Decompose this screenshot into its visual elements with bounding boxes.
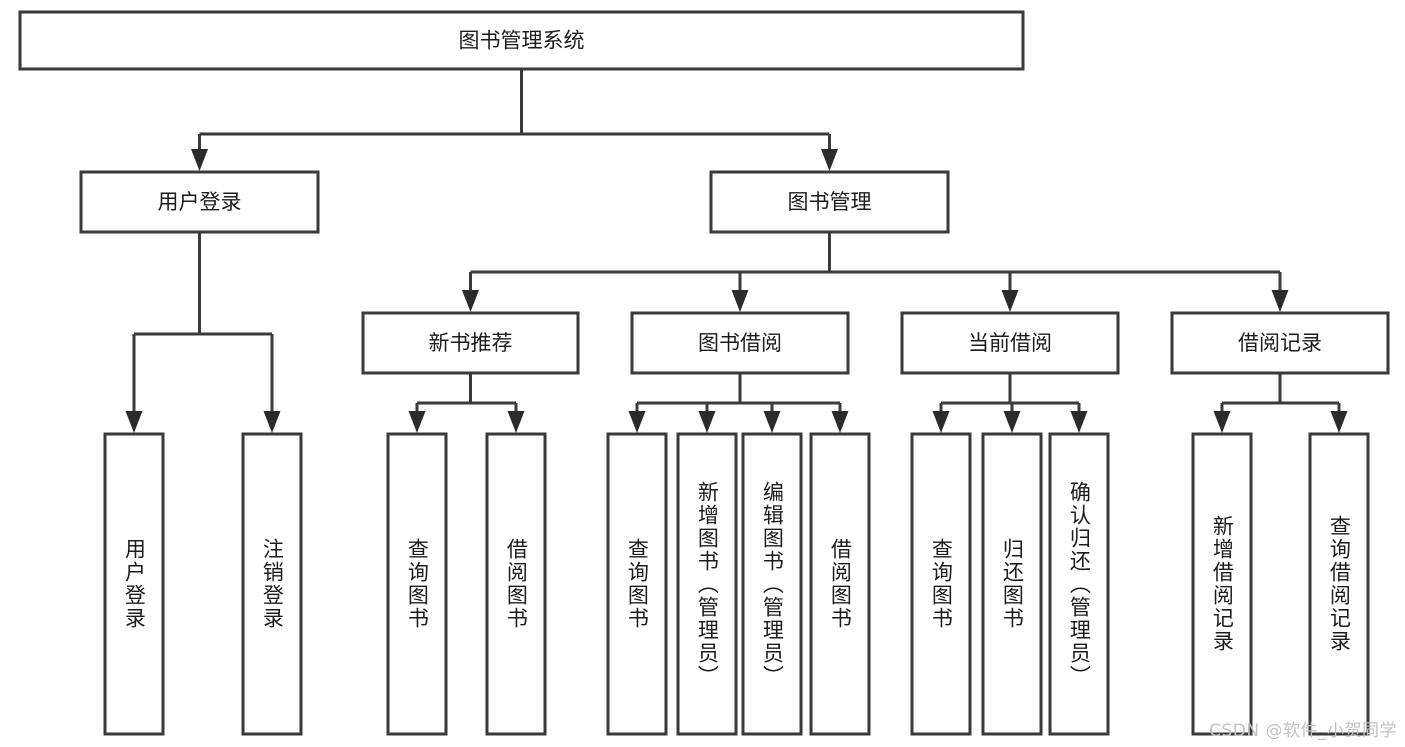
- arrow-head-icon: [125, 411, 143, 433]
- node-box-leaf-edit-book[interactable]: [741, 432, 803, 736]
- node-box-bookmgmt[interactable]: [709, 170, 950, 234]
- arrow-head-icon: [191, 149, 208, 171]
- arrow-head-icon: [763, 411, 781, 433]
- node-label-borrow: 图书借阅: [698, 331, 782, 355]
- node-box-leaf-add-record[interactable]: [1191, 432, 1253, 736]
- arrow-head-icon: [1001, 290, 1019, 312]
- arrow-head-icon: [507, 411, 525, 433]
- node-label-newbook: 新书推荐: [429, 331, 513, 355]
- node-box-borrow[interactable]: [630, 311, 850, 375]
- nodes-layer: [18, 10, 1390, 736]
- node-box-leaf-confirm-return[interactable]: [1048, 432, 1110, 736]
- arrow-head-icon: [462, 290, 479, 312]
- node-box-leaf-add-book[interactable]: [676, 432, 738, 736]
- arrow-head-icon: [1271, 290, 1289, 312]
- node-box-leaf-query-book-1[interactable]: [386, 432, 448, 736]
- node-box-leaf-borrow-book-1[interactable]: [485, 432, 547, 736]
- node-box-login[interactable]: [79, 170, 320, 234]
- arrow-head-icon: [821, 149, 838, 171]
- arrow-head-icon: [263, 411, 281, 433]
- arrow-head-icon: [831, 411, 849, 433]
- arrow-head-icon: [731, 290, 749, 312]
- node-box-leaf-return-book[interactable]: [981, 432, 1043, 736]
- node-box-leaf-user-login[interactable]: [103, 432, 165, 736]
- arrow-head-icon: [628, 411, 646, 433]
- node-box-current[interactable]: [900, 311, 1120, 375]
- node-box-leaf-query-record[interactable]: [1308, 432, 1370, 736]
- node-label-current: 当前借阅: [968, 331, 1052, 355]
- node-label-login: 用户登录: [158, 190, 242, 214]
- arrow-head-icon: [1003, 411, 1021, 433]
- arrow-head-icon: [932, 411, 950, 433]
- node-box-record[interactable]: [1170, 311, 1390, 375]
- node-box-leaf-query-book-2[interactable]: [606, 432, 668, 736]
- arrow-head-icon: [1330, 411, 1348, 433]
- arrow-head-icon: [1213, 411, 1231, 433]
- node-box-leaf-logout[interactable]: [241, 432, 303, 736]
- node-box-leaf-borrow-book-2[interactable]: [809, 432, 871, 736]
- node-label-root: 图书管理系统: [459, 29, 585, 53]
- watermark-text: CSDN @软件_小贺同学: [1209, 721, 1397, 741]
- arrow-head-icon: [408, 411, 426, 433]
- arrow-head-icon: [698, 411, 716, 433]
- node-label-bookmgmt: 图书管理: [788, 190, 872, 214]
- connectors-layer: [125, 69, 1348, 433]
- node-box-leaf-query-book-3[interactable]: [910, 432, 972, 736]
- arrow-head-icon: [1070, 411, 1088, 433]
- node-box-root[interactable]: [18, 10, 1025, 71]
- node-label-record: 借阅记录: [1238, 331, 1322, 355]
- node-box-newbook[interactable]: [361, 311, 580, 375]
